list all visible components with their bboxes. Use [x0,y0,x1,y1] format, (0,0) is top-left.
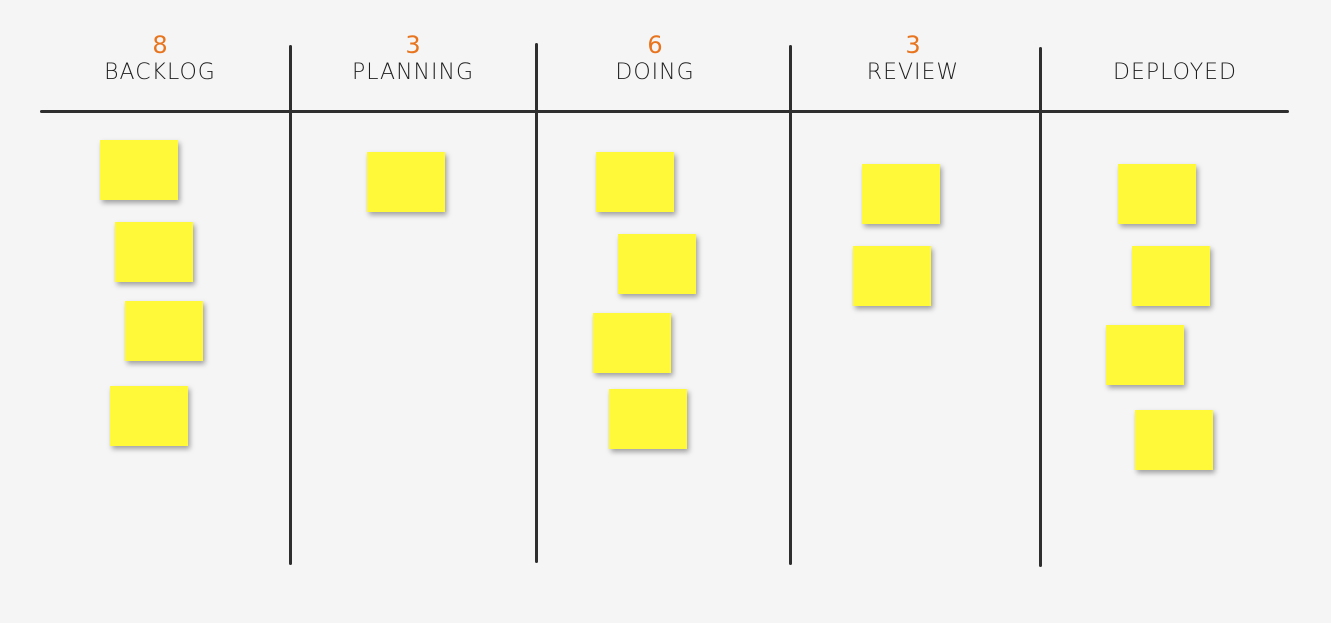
sticky-note-backlog-1[interactable] [100,140,178,200]
sticky-note-backlog-2[interactable] [115,222,193,282]
column-header-review: 3 REVIEW [813,32,1013,88]
column-header-backlog: 8 BACKLOG [60,32,260,88]
column-divider-2 [535,43,538,563]
column-header-doing: 6 DOING [555,32,755,88]
sticky-note-deployed-4[interactable] [1135,410,1213,470]
wip-limit-planning: 3 [405,31,421,59]
column-header-planning: 3 PLANNING [313,32,513,88]
sticky-note-review-1[interactable] [862,164,940,224]
sticky-note-deployed-3[interactable] [1106,325,1184,385]
wip-limit-review: 3 [905,31,921,59]
sticky-note-doing-3[interactable] [593,313,671,373]
sticky-note-doing-4[interactable] [609,389,687,449]
column-divider-1 [289,45,292,565]
sticky-note-doing-1[interactable] [596,152,674,212]
sticky-note-backlog-3[interactable] [125,301,203,361]
header-divider-line [40,110,1289,113]
sticky-note-deployed-1[interactable] [1118,164,1196,224]
wip-limit-deployed [1075,32,1275,58]
column-title-review: REVIEW [866,60,960,85]
sticky-note-backlog-4[interactable] [110,386,188,446]
column-header-deployed: DEPLOYED [1075,32,1275,88]
wip-limit-backlog: 8 [152,31,168,59]
column-title-backlog: BACKLOG [104,60,216,85]
sticky-note-deployed-2[interactable] [1132,246,1210,306]
sticky-note-doing-2[interactable] [618,234,696,294]
sticky-note-planning-1[interactable] [367,152,445,212]
column-title-doing: DOING [615,60,695,85]
wip-limit-doing: 6 [647,31,663,59]
column-title-deployed: DEPLOYED [1113,60,1237,85]
column-title-planning: PLANNING [352,60,474,85]
sticky-note-review-2[interactable] [853,246,931,306]
column-divider-4 [1039,47,1042,567]
column-divider-3 [789,45,792,565]
